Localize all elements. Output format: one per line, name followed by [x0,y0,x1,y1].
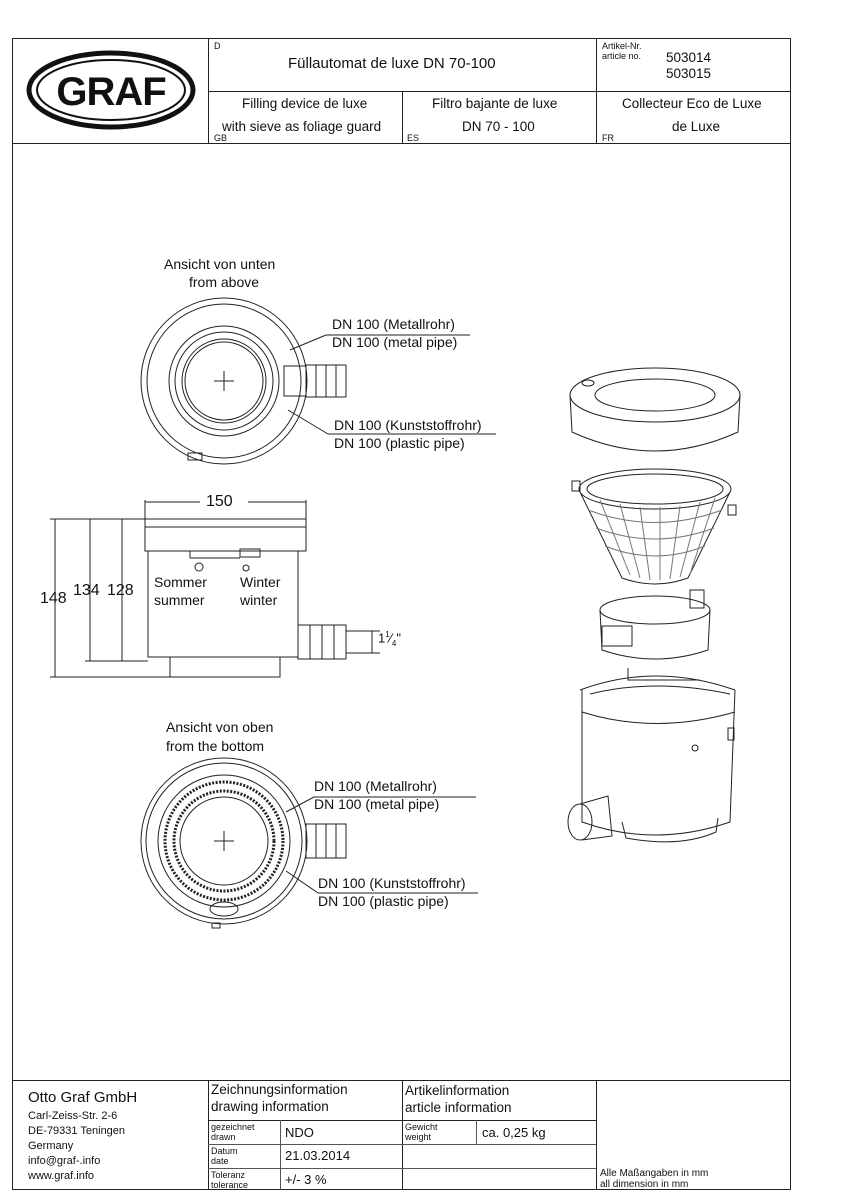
winter-label-de: Winter [240,574,281,590]
plastic-pipe-label-de-1: DN 100 (Kunststoffrohr) [334,417,482,433]
title-fr-line2: de Luxe [672,119,721,134]
title-fr-line1: Collecteur Eco de Luxe [622,96,762,111]
bottom-view-drawing [140,757,478,929]
lang-code-es: ES [407,133,420,143]
summer-label: summer [154,592,205,608]
drawing-info-en: drawing information [211,1099,329,1114]
metal-pipe-label-de-2: DN 100 (Metallrohr) [314,778,437,794]
lang-code-de: D [214,41,221,51]
view-from-bottom-de: Ansicht von oben [166,719,274,735]
header-article-divider [596,38,597,143]
plastic-pipe-label-en-2: DN 100 (plastic pipe) [318,893,449,909]
inch-mark: " [396,630,401,646]
lang-code-fr: FR [602,133,614,143]
header-mid-rule [208,91,791,92]
metal-pipe-label-de-1: DN 100 (Metallrohr) [332,316,455,332]
dimension-128: 128 [107,582,134,599]
weight-label-en: weight [405,1132,432,1142]
drawn-value: NDO [285,1125,314,1140]
graf-logo: GRAF [26,50,196,130]
footer-row-rule-3 [208,1168,596,1169]
tolerance-value: +/- 3 % [285,1172,327,1187]
exploded-view-drawing [567,367,741,843]
title-de: Füllautomat de luxe DN 70-100 [288,55,496,72]
footer-article-divider [596,1080,597,1190]
tolerance-label-de: Toleranz [211,1170,246,1180]
title-es-line2: DN 70 - 100 [462,119,535,134]
company-country: Germany [28,1140,74,1152]
metal-pipe-label-en-1: DN 100 (metal pipe) [332,334,458,350]
view-from-bottom-en: from the bottom [166,738,265,754]
inch-whole: 1 [378,630,386,646]
plastic-pipe-label-en-1: DN 100 (plastic pipe) [334,435,465,451]
article-number-1: 503014 [666,50,712,65]
drawn-label-de: gezeichnet [211,1122,255,1132]
header-bottom-rule [12,143,791,144]
company-name: Otto Graf GmbH [28,1089,138,1106]
side-view-drawing [50,500,380,678]
inch-numerator: 1 [385,630,390,639]
footer-row-rule-1 [208,1120,596,1121]
view-from-above-de: Ansicht von unten [164,256,276,272]
title-es-line1: Filtro bajante de luxe [432,96,558,111]
weight-label-de: Gewicht [405,1122,438,1132]
drawn-label-en: drawn [211,1132,236,1142]
inch-denominator: 4 [391,638,397,648]
drawing-info-de: Zeichnungsinformation [211,1082,348,1097]
article-info-en: article information [405,1100,512,1115]
logo-text: GRAF [56,70,165,114]
company-street: Carl-Zeiss-Str. 2-6 [28,1110,118,1122]
article-number-2: 503015 [666,66,712,81]
article-label-de: Artikel-Nr. [602,41,642,51]
top-view-drawing [140,297,496,465]
dimension-134: 134 [73,582,100,599]
sommer-label: Sommer [154,574,207,590]
drawing-frame [12,38,791,1190]
footer-company-divider [208,1080,209,1190]
company-email: info@graf-.info [28,1155,101,1167]
plastic-pipe-label-de-2: DN 100 (Kunststoffrohr) [318,875,466,891]
title-gb-line1: Filling device de luxe [242,96,368,111]
header-lang-divider [402,91,403,143]
weight-value: ca. 0,25 kg [482,1125,546,1140]
date-label-de: Datum [211,1146,238,1156]
date-label-en: date [211,1156,229,1166]
tolerance-label-en: tolerance [211,1180,249,1190]
article-label-en: article no. [602,51,642,61]
dimensions-note-de: Alle Maßangaben in mm [600,1168,709,1179]
header-logo-divider [208,38,209,143]
dimensions-note-en: all dimension in mm [600,1179,689,1190]
pipe-size-inch: 11⁄4" [378,630,401,648]
dimension-148: 148 [40,590,67,607]
footer-field-divider-2 [476,1120,477,1144]
company-city: DE-79331 Teningen [28,1125,126,1137]
article-info-de: Artikelinformation [405,1083,510,1098]
footer-field-divider-1 [280,1120,281,1190]
winter-label-en: winter [240,592,278,608]
view-from-above-en: from above [189,274,260,290]
footer-drawing-divider [402,1080,403,1190]
lang-code-gb: GB [214,133,228,143]
company-website: www.graf.info [28,1170,95,1182]
date-value: 21.03.2014 [285,1148,351,1163]
dimension-width: 150 [206,493,233,510]
footer-top-rule [12,1080,791,1081]
footer-row-rule-2 [208,1144,596,1145]
title-gb-line2: with sieve as foliage guard [222,119,382,134]
metal-pipe-label-en-2: DN 100 (metal pipe) [314,796,440,812]
